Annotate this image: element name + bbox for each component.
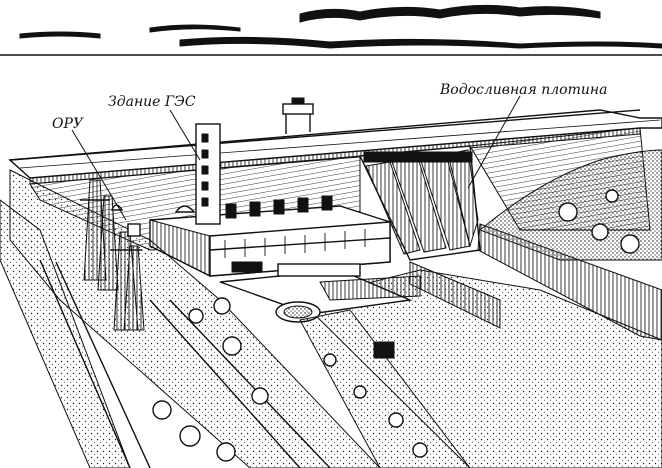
- left-road: [39, 259, 331, 468]
- spillway-dam: [358, 145, 481, 261]
- powerhouse-building: [149, 205, 391, 277]
- gantry-crane: [282, 97, 314, 134]
- label-leader-lines: [71, 95, 521, 221]
- dam-crest: [8, 109, 662, 185]
- right-hillside: [479, 149, 662, 261]
- station-plaza: [219, 263, 421, 323]
- label-switchyard: ОРУ: [52, 116, 84, 132]
- sky-strokes: [0, 4, 662, 56]
- left-trees: [152, 297, 269, 462]
- middle-peninsula: [299, 309, 471, 468]
- powerhouse-tower: [195, 123, 221, 225]
- transmission-towers: [80, 179, 145, 331]
- turbine-intakes: [174, 195, 333, 219]
- label-powerhouse: Здание ГЭС: [108, 94, 196, 110]
- label-spillway-dam: Водосливная плотина: [439, 82, 607, 98]
